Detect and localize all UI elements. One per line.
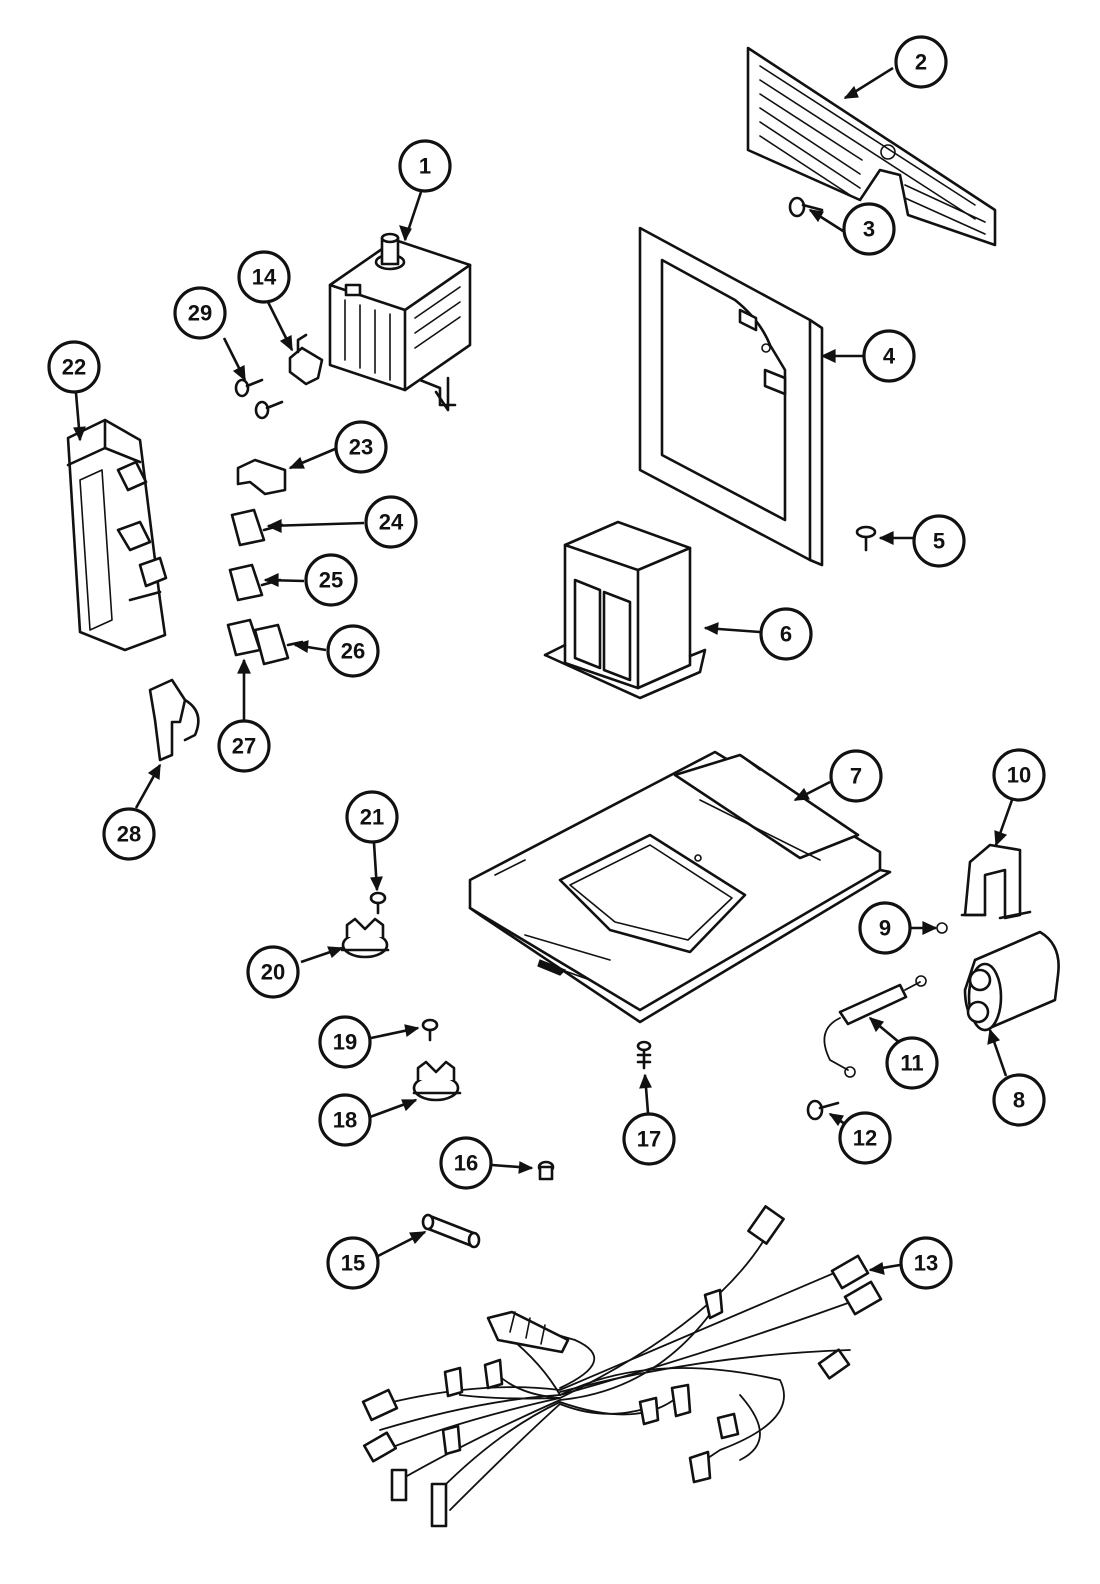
callout-18-label: 18	[333, 1108, 357, 1133]
callout-23: 23	[334, 420, 388, 474]
callout-16-label: 16	[454, 1151, 478, 1176]
callout-9: 9	[858, 901, 912, 955]
part-8-capacitor	[963, 930, 1060, 1032]
part-19-screw	[421, 1018, 439, 1042]
part-21-screw	[369, 891, 387, 915]
callout-7: 7	[829, 749, 883, 803]
callout-6-label: 6	[780, 622, 792, 647]
callout-3: 3	[842, 202, 896, 256]
callout-28-label: 28	[117, 822, 141, 847]
callout-3-label: 3	[863, 217, 875, 242]
part-11-diode	[823, 975, 927, 1078]
part-25-switch	[228, 563, 282, 602]
callout-15: 15	[326, 1236, 380, 1290]
callout-20: 20	[246, 945, 300, 999]
callout-6: 6	[759, 607, 813, 661]
part-2-vent-grille	[746, 46, 997, 247]
callout-17: 17	[622, 1112, 676, 1166]
callout-14-label: 14	[252, 265, 277, 290]
part-10-capacitor-bracket	[960, 843, 1032, 920]
callout-21-label: 21	[360, 805, 384, 830]
callout-12-label: 12	[853, 1126, 877, 1151]
part-27-switch	[226, 618, 262, 657]
callout-18: 18	[318, 1093, 372, 1147]
callout-23-label: 23	[349, 435, 373, 460]
callout-5: 5	[912, 514, 966, 568]
callout-17-label: 17	[637, 1127, 661, 1152]
part-4-mounting-plate	[638, 226, 824, 567]
callout-1-label: 1	[419, 154, 431, 179]
part-6-transformer	[543, 520, 707, 700]
callout-10: 10	[992, 748, 1046, 802]
callout-2: 2	[894, 35, 948, 89]
part-15-fuse	[421, 1213, 481, 1249]
part-22-latch-housing	[66, 418, 168, 652]
callout-9-label: 9	[879, 916, 891, 941]
part-14-clip	[288, 333, 324, 386]
callout-29-label: 29	[188, 301, 212, 326]
part-20-thermostat	[340, 917, 390, 959]
callout-20-label: 20	[261, 960, 285, 985]
callout-13: 13	[899, 1236, 953, 1290]
callout-11-label: 11	[900, 1051, 923, 1076]
callout-16: 16	[439, 1136, 493, 1190]
callout-12: 12	[838, 1111, 892, 1165]
part-29-screws	[234, 378, 284, 420]
callout-13-label: 13	[914, 1251, 938, 1276]
callout-28: 28	[102, 807, 156, 861]
callout-27-label: 27	[232, 734, 256, 759]
part-28-door-lever	[148, 678, 200, 762]
callout-14: 14	[237, 250, 291, 304]
callout-1: 1	[398, 139, 452, 193]
callout-24-label: 24	[379, 510, 404, 535]
callout-29: 29	[173, 286, 227, 340]
callout-10-label: 10	[1007, 763, 1031, 788]
part-23-actuator	[236, 458, 287, 496]
callout-11: 11	[885, 1036, 939, 1090]
part-7-base-chassis	[468, 750, 892, 1024]
part-3-screw	[788, 196, 824, 218]
callout-26-label: 26	[341, 639, 365, 664]
callout-22: 22	[47, 340, 101, 394]
part-9-screw	[936, 922, 948, 934]
callout-15-label: 15	[341, 1251, 365, 1276]
callout-4: 4	[862, 329, 916, 383]
callout-21: 21	[345, 790, 399, 844]
part-26-switch	[253, 623, 304, 666]
callout-25-label: 25	[319, 568, 343, 593]
callout-27: 27	[217, 719, 271, 773]
leader-lines	[73, 66, 1014, 1275]
callout-2-label: 2	[915, 50, 927, 75]
part-13-wire-harness	[361, 1205, 883, 1528]
callout-19: 19	[318, 1015, 372, 1069]
part-5-screw	[855, 525, 877, 552]
callout-22-label: 22	[62, 355, 86, 380]
part-12-screw	[806, 1099, 840, 1121]
part-16-screw	[537, 1160, 555, 1181]
callout-5-label: 5	[933, 529, 945, 554]
callout-8-label: 8	[1013, 1088, 1025, 1113]
callout-19-label: 19	[333, 1030, 357, 1055]
part-1-magnetron	[328, 232, 472, 412]
callout-26: 26	[326, 624, 380, 678]
part-17-screw	[636, 1040, 652, 1070]
part-18-thermostat	[412, 1060, 462, 1102]
callout-8: 8	[992, 1073, 1046, 1127]
callout-4-label: 4	[883, 344, 896, 369]
callout-25: 25	[304, 553, 358, 607]
callout-7-label: 7	[850, 764, 862, 789]
callout-24: 24	[364, 495, 418, 549]
